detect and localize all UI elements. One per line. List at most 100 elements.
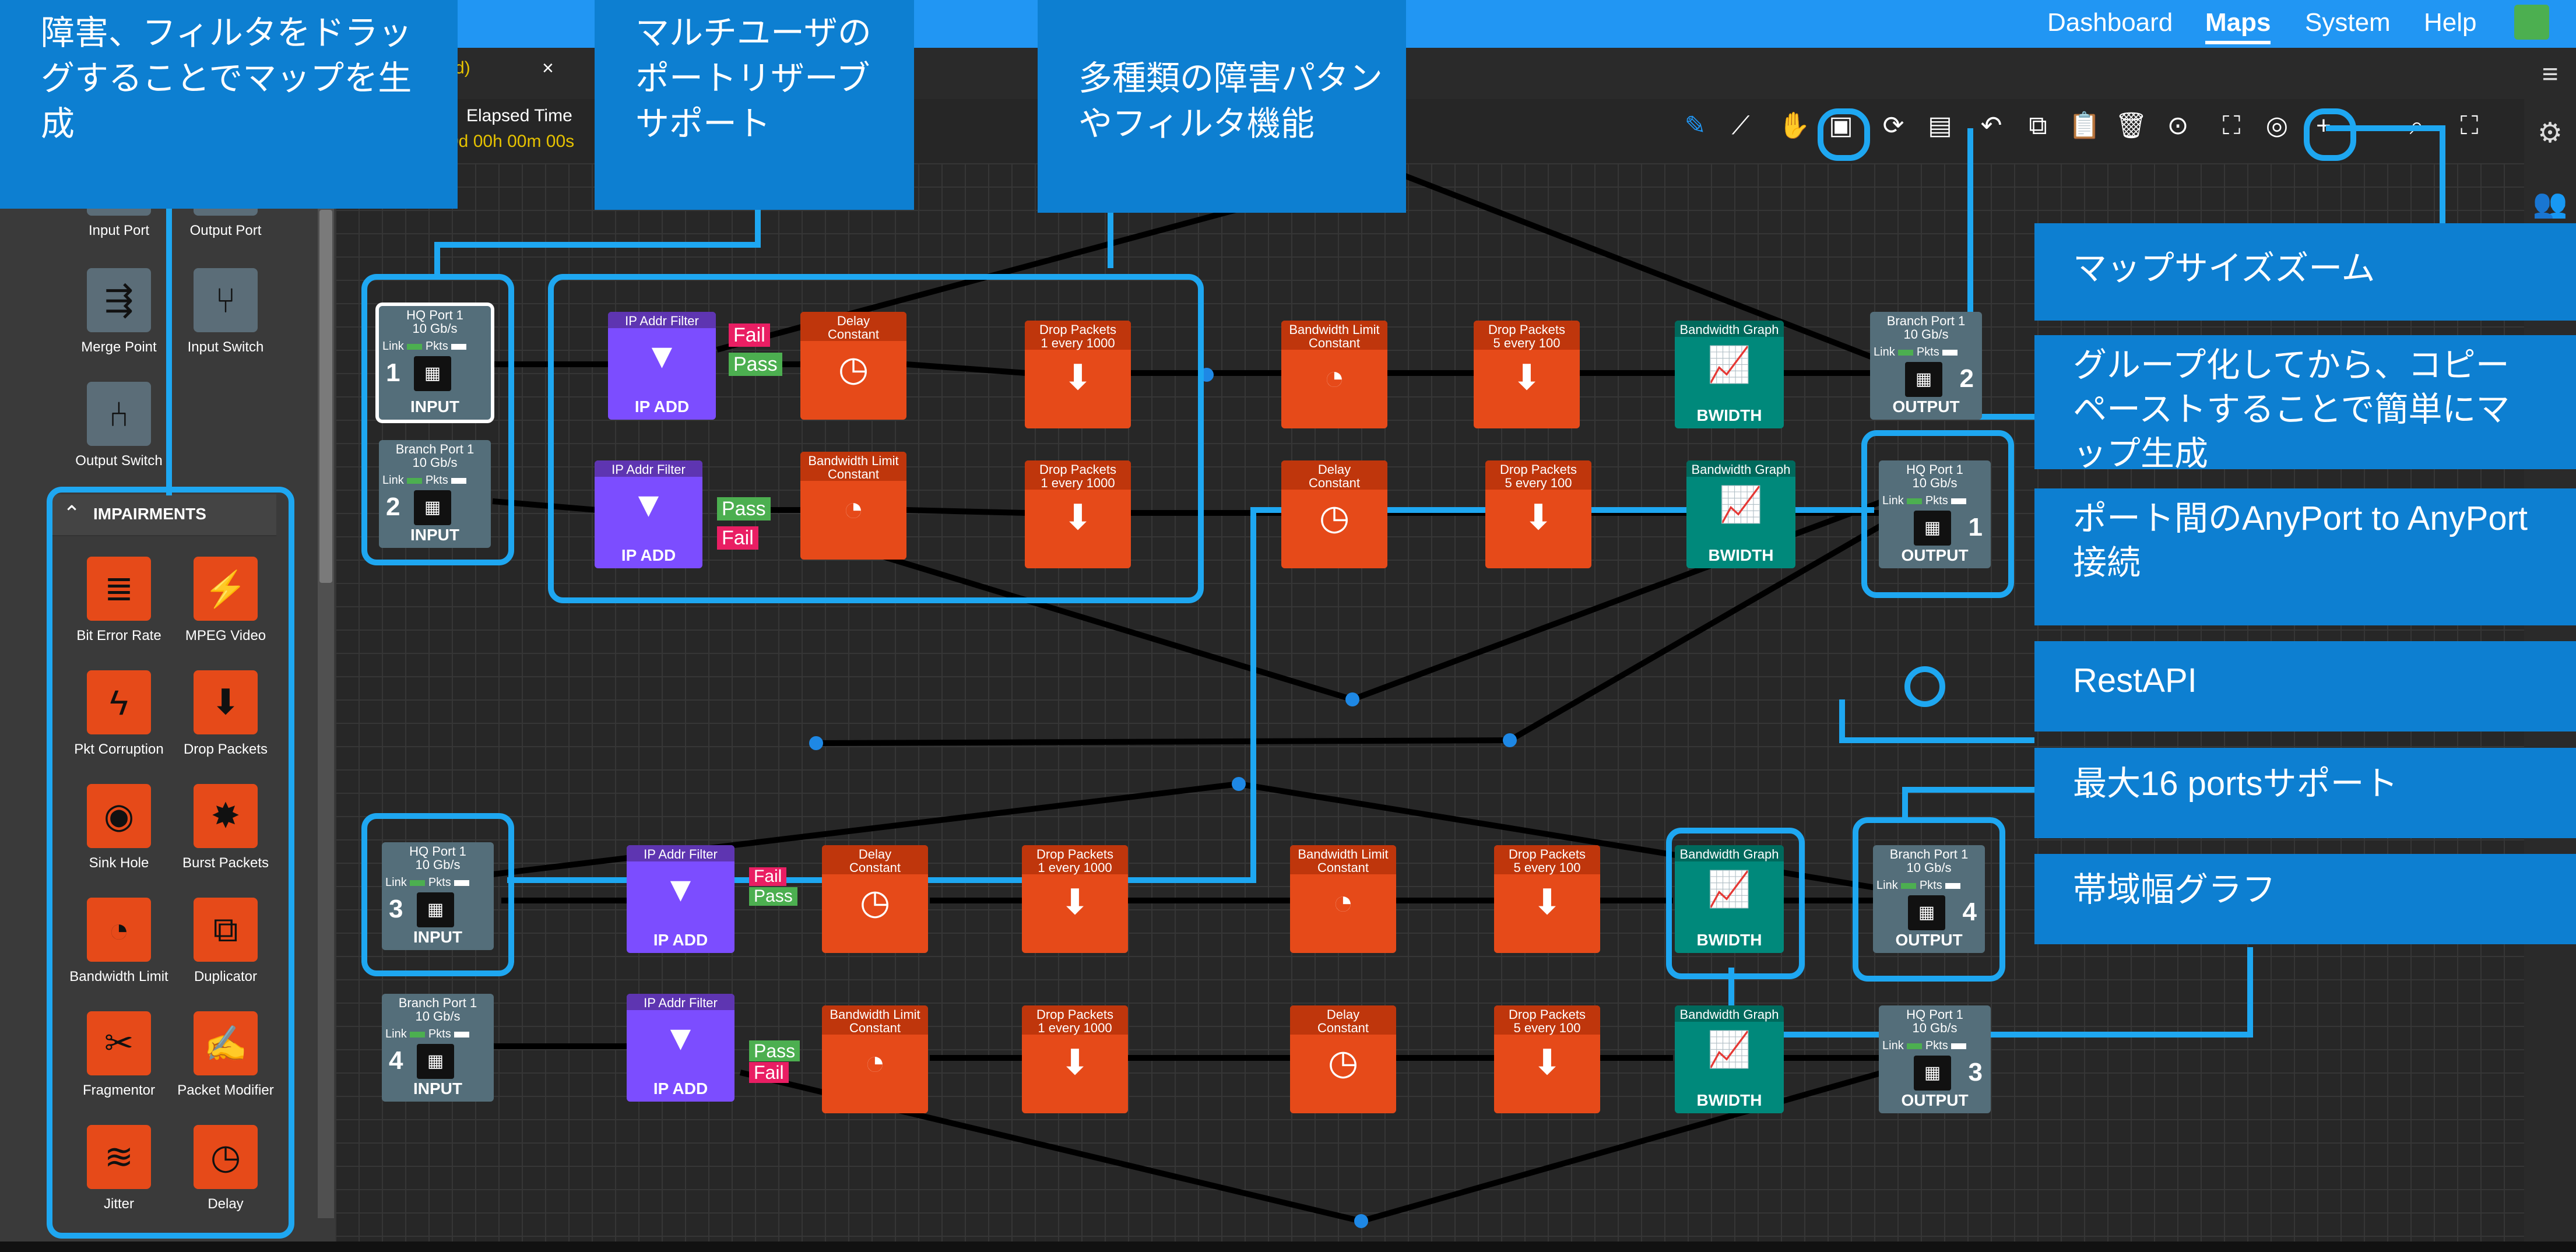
menu-icon[interactable]: ≡ [2542, 59, 2559, 90]
chevron-up-icon: ⌃ [63, 501, 81, 525]
fullscreen-icon[interactable]: ⛶ [2460, 111, 2479, 140]
bit-error-rate-icon: ≣ [87, 557, 151, 621]
funnel-icon: ▼ [631, 485, 666, 524]
fail-tag[interactable]: Fail [749, 1062, 789, 1083]
fit-screen-icon[interactable]: ⛶ [2222, 111, 2241, 140]
highlight-impairments [548, 274, 1204, 603]
nav-system[interactable]: System [2305, 8, 2391, 37]
output-switch-icon: ⑃ [87, 382, 151, 446]
delete-icon[interactable]: 🗑 [2115, 111, 2148, 140]
sidebar-scroll-thumb[interactable] [319, 210, 332, 583]
save-icon[interactable]: ▤ [1928, 111, 1952, 140]
nav-help[interactable]: Help [2424, 8, 2477, 37]
highlight-port-output-1 [1861, 430, 2014, 598]
pass-tag[interactable]: Pass [749, 887, 797, 906]
bandwidth-graph-node-1[interactable]: Bandwidth Graph📈BWIDTH [1675, 321, 1784, 428]
undo-icon[interactable]: ↶ [1980, 111, 2002, 140]
pass-tag[interactable]: Pass [717, 497, 771, 521]
target-icon[interactable]: ◎ [2265, 111, 2289, 140]
filter-node-1[interactable]: IP Addr Filter▼IP ADD [608, 312, 716, 420]
palette-item-bandwidth-limit[interactable]: ◔Bandwidth Limit [65, 898, 173, 985]
bandwidth-graph-node-3[interactable]: Bandwidth Graph📈BWIDTH [1675, 845, 1784, 953]
ethernet-icon: ▦ [414, 490, 451, 525]
impairments-header[interactable]: ⌃IMPAIRMENTS [52, 494, 276, 536]
fail-tag[interactable]: Fail [749, 867, 787, 886]
highlight-zoom-button [2304, 108, 2356, 161]
merge-point-icon: ⇶ [87, 268, 151, 332]
filter-node-3[interactable]: IP Addr Filter▼IP ADD [627, 845, 735, 953]
pencil-icon[interactable]: ✎ [1684, 111, 1706, 140]
palette-item-jitter[interactable]: ≋Jitter [65, 1125, 173, 1212]
toggle-icon[interactable]: ⊙ [2167, 111, 2189, 140]
gear-icon[interactable]: ⚙ [2537, 118, 2563, 149]
filter-node-4[interactable]: IP Addr Filter▼IP ADD [627, 994, 735, 1102]
palette-item-bit-error-rate[interactable]: ≣Bit Error Rate [65, 557, 173, 644]
copy-icon[interactable]: ⧉ [2029, 111, 2047, 140]
users-icon[interactable]: 👥 [2532, 188, 2568, 219]
filter-node-2[interactable]: IP Addr Filter▼IP ADD [595, 460, 702, 568]
status-bar [0, 1242, 2576, 1252]
pass-tag[interactable]: Pass [729, 353, 782, 376]
palette-item-mpeg-video[interactable]: ⚡MPEG Video [172, 557, 279, 644]
fail-tag[interactable]: Fail [729, 323, 770, 347]
palette-item-packet-modifier[interactable]: ✍Packet Modifier [172, 1011, 279, 1099]
drop-packets-icon: ⬇ [1523, 498, 1554, 537]
palette-item-sink-hole[interactable]: ◉Sink Hole [65, 784, 173, 871]
palette-item-delay[interactable]: ◷Delay [172, 1125, 279, 1212]
palette-item-output-switch[interactable]: ⑃Output Switch [65, 382, 173, 469]
nav-dashboard[interactable]: Dashboard [2047, 8, 2173, 37]
hand-pan-icon[interactable]: ✋ [1778, 111, 1811, 140]
user-avatar[interactable] [2514, 5, 2549, 40]
funnel-icon: ▼ [663, 1018, 698, 1057]
palette-item-input-switch[interactable]: ⑂Input Switch [172, 268, 279, 356]
nav-maps[interactable]: Maps [2205, 8, 2271, 44]
paste-icon[interactable]: 📋 [2068, 111, 2101, 140]
palette-item-burst-packets[interactable]: ✸Burst Packets [172, 784, 279, 871]
fail-tag[interactable]: Fail [717, 526, 758, 550]
bandwidth-graph-node-2[interactable]: Bandwidth Graph📈BWIDTH [1686, 460, 1795, 568]
delay-icon: ◷ [859, 882, 891, 922]
delay-icon: ◷ [194, 1125, 258, 1189]
callout-multiuser: マルチユーザのポートリザーブサポート [595, 0, 914, 210]
callout-group: グループ化してから、コピーペーストすることで簡単にマップ生成 [2034, 335, 2576, 473]
refresh-icon[interactable]: ⟳ [1882, 111, 1904, 140]
close-tab-icon[interactable]: × [542, 57, 554, 79]
palette-item-duplicator[interactable]: ⧉Duplicator [172, 898, 279, 985]
burst-packets-icon: ✸ [194, 784, 258, 848]
callout-16-ports: 最大16 portsサポート [2034, 748, 2576, 838]
palette-item-fragmentor[interactable]: ✂Fragmentor [65, 1011, 173, 1099]
palette-item-merge-point[interactable]: ⇶Merge Point [65, 268, 173, 356]
jitter-icon: ≋ [87, 1125, 151, 1189]
pass-tag[interactable]: Pass [749, 1040, 800, 1061]
callout-impairments: 多種類の障害パタンやフィルタ機能 [1038, 0, 1406, 213]
line-chart-icon[interactable]: ⟋ [1731, 111, 1750, 140]
palette-item-drop-packets[interactable]: ⬇Drop Packets [172, 670, 279, 758]
line-graph-icon: 📈 [1719, 485, 1763, 524]
bandwidth-graph-node-4[interactable]: Bandwidth Graph📈BWIDTH [1675, 1005, 1784, 1113]
